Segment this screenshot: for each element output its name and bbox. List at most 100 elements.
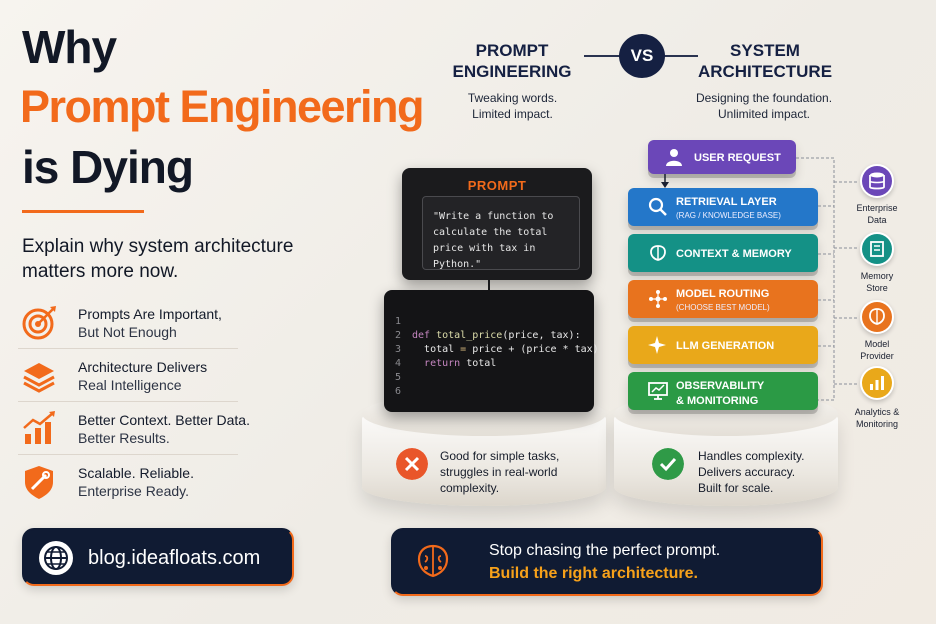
line-number: 1 — [394, 316, 402, 327]
layer-user-request: USER REQUEST — [648, 140, 796, 174]
side-label-line: Provider — [860, 351, 894, 361]
user-icon — [666, 149, 682, 166]
code-line: 6 — [384, 386, 412, 397]
layer-label: LLM GENERATION — [676, 340, 775, 352]
layer-context-memory: CONTEXT & MEMORY — [628, 234, 818, 272]
heading-line: ARCHITECTURE — [697, 62, 833, 81]
monitor-chart-icon — [648, 382, 668, 400]
code-text: total — [424, 344, 455, 355]
outcome-line: Built for scale. — [698, 481, 774, 495]
code-keyword: return — [424, 358, 461, 369]
side-label-line: Memory — [860, 271, 894, 281]
line-number: 2 — [394, 330, 402, 341]
prompt-card-label: PROMPT — [467, 178, 527, 193]
side-label-line: Monitoring — [855, 419, 899, 429]
side-node-model-provider — [860, 300, 894, 334]
feature-title: Prompts Are Important, — [78, 306, 222, 322]
title-underline — [22, 210, 144, 213]
heading-line: SYSTEM — [730, 41, 800, 60]
side-node-memory-store — [860, 232, 894, 266]
caption-line: Unlimited impact. — [717, 107, 811, 121]
blog-link[interactable]: blog.ideafloats.com — [22, 528, 294, 586]
prompt-text: "Write a function to calculate the total… — [433, 211, 554, 270]
layer-sublabel: (CHOOSE BEST MODEL) — [676, 303, 770, 312]
shield-tools-icon — [25, 466, 53, 499]
code-line: 4 return total — [384, 358, 496, 369]
outcome-line: Handles complexity. — [698, 449, 805, 463]
feature-subtitle: Enterprise Ready. — [78, 483, 190, 499]
feature-item: Prompts Are Important, But Not Enough — [18, 296, 238, 349]
side-label-line: Analytics & — [854, 407, 900, 417]
line-number: 4 — [394, 358, 402, 369]
outcome-line: struggles in real-world — [440, 465, 558, 479]
side-node-enterprise-data — [860, 164, 894, 198]
blog-url: blog.ideafloats.com — [88, 547, 261, 569]
side-node-label: Analytics & Monitoring — [842, 406, 912, 430]
code-text: price + (price * tax) — [472, 344, 599, 355]
cta-line-1: Stop chasing the perfect prompt. — [489, 542, 721, 559]
layer-label: CONTEXT & MEMORY — [676, 248, 792, 260]
target-icon — [22, 306, 56, 340]
code-line: 1 — [384, 316, 412, 327]
caption-line: Designing the foundation. — [695, 91, 833, 105]
feature-item: Scalable. Reliable. Enterprise Ready. — [18, 455, 238, 508]
title-line-3: is Dying — [22, 141, 194, 193]
line-number: 6 — [394, 386, 402, 397]
side-label-line: Enterprise — [856, 203, 898, 213]
vs-connector-right — [664, 55, 698, 57]
code-operator: = — [454, 344, 473, 355]
sparkle-icon — [648, 336, 666, 354]
layer-label: & MONITORING — [676, 395, 759, 407]
line-number: 3 — [394, 344, 402, 355]
code-text: total — [460, 358, 497, 369]
growth-chart-icon — [23, 411, 55, 444]
architecture-outcome-text: Handles complexity. Delivers accuracy. B… — [698, 448, 828, 496]
feature-title: Architecture Delivers — [78, 359, 208, 375]
side-node-label: Memory Store — [842, 270, 912, 294]
prompt-card: PROMPT "Write a function to calculate th… — [402, 168, 592, 280]
memory-icon — [862, 234, 892, 264]
feature-title: Better Context. Better Data. — [78, 412, 250, 428]
check-circle-icon — [652, 448, 684, 480]
side-label-line: Data — [867, 215, 887, 225]
feature-item: Better Context. Better Data. Better Resu… — [18, 402, 250, 455]
layer-label: OBSERVABILITY — [676, 380, 765, 392]
prompt-engineering-caption: Tweaking words. Limited impact. — [455, 90, 570, 122]
line-number: 5 — [394, 372, 402, 383]
layer-retrieval: RETRIEVAL LAYER (RAG / KNOWLEDGE BASE) — [628, 188, 818, 226]
heading-line: PROMPT — [475, 41, 549, 60]
system-architecture-caption: Designing the foundation. Unlimited impa… — [684, 90, 844, 122]
vs-connector-left — [584, 55, 620, 57]
code-function: total_price — [436, 330, 503, 341]
code-line: 5 — [384, 372, 412, 383]
feature-subtitle: Real Intelligence — [78, 377, 182, 393]
brain-icon — [862, 302, 892, 332]
side-label-line: Model — [864, 339, 890, 349]
globe-icon — [39, 541, 73, 575]
layer-observability: OBSERVABILITY & MONITORING — [628, 372, 818, 410]
outcome-line: complexity. — [440, 481, 500, 495]
x-circle-icon — [396, 448, 428, 480]
code-text: (price, tax): — [502, 330, 581, 341]
outcome-line: Delivers accuracy. — [698, 465, 796, 479]
brain-icon — [650, 245, 666, 261]
feature-list: Prompts Are Important, But Not Enough Ar… — [18, 296, 250, 508]
bar-chart-icon — [862, 368, 892, 398]
routing-icon — [649, 290, 667, 308]
side-node-label: Enterprise Data — [842, 202, 912, 226]
side-node-analytics — [860, 366, 894, 400]
subheading: Explain why system architecture matters … — [22, 236, 294, 282]
search-icon — [648, 197, 667, 216]
feature-subtitle: Better Results. — [78, 430, 170, 446]
prompt-engineering-heading: PROMPT ENGINEERING — [448, 40, 576, 82]
layer-sublabel: (RAG / KNOWLEDGE BASE) — [676, 211, 781, 220]
side-node-label: Model Provider — [842, 338, 912, 362]
title-line-2: Prompt Engineering — [20, 81, 425, 132]
connector-lines — [796, 157, 858, 401]
cta-banner: Stop chasing the perfect prompt. Build t… — [391, 528, 823, 596]
layer-label: RETRIEVAL LAYER — [676, 196, 777, 208]
prompt-outcome-text: Good for simple tasks, struggles in real… — [440, 448, 590, 496]
outcome-line: Good for simple tasks, — [440, 449, 560, 463]
